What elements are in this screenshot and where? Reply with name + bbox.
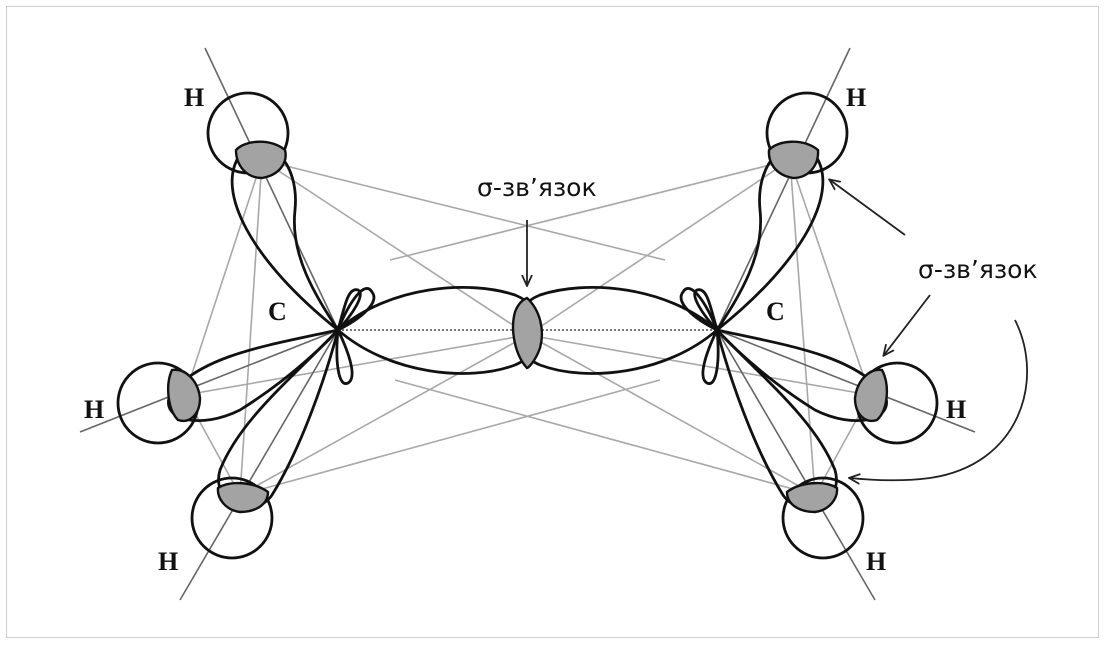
h-label-bottom-right: H — [866, 547, 886, 576]
h-label-mid-right: H — [946, 395, 966, 424]
diagram-frame — [6, 6, 1099, 638]
overlap-regions — [166, 140, 889, 514]
c-label-right: C — [766, 297, 785, 326]
sigma-bond-label-center: σ-зв’язок — [477, 173, 597, 202]
h-label-bottom-left: H — [158, 547, 178, 576]
annotation-arrows — [527, 180, 1028, 480]
h-label-top-right: H — [846, 83, 866, 112]
h-label-mid-left: H — [84, 395, 104, 424]
sigma-bond-label-right: σ-зв’язок — [918, 255, 1038, 284]
atom-labels: H H H H H H C C — [84, 83, 966, 576]
c-label-left: C — [268, 297, 287, 326]
h-label-top-left: H — [184, 83, 204, 112]
